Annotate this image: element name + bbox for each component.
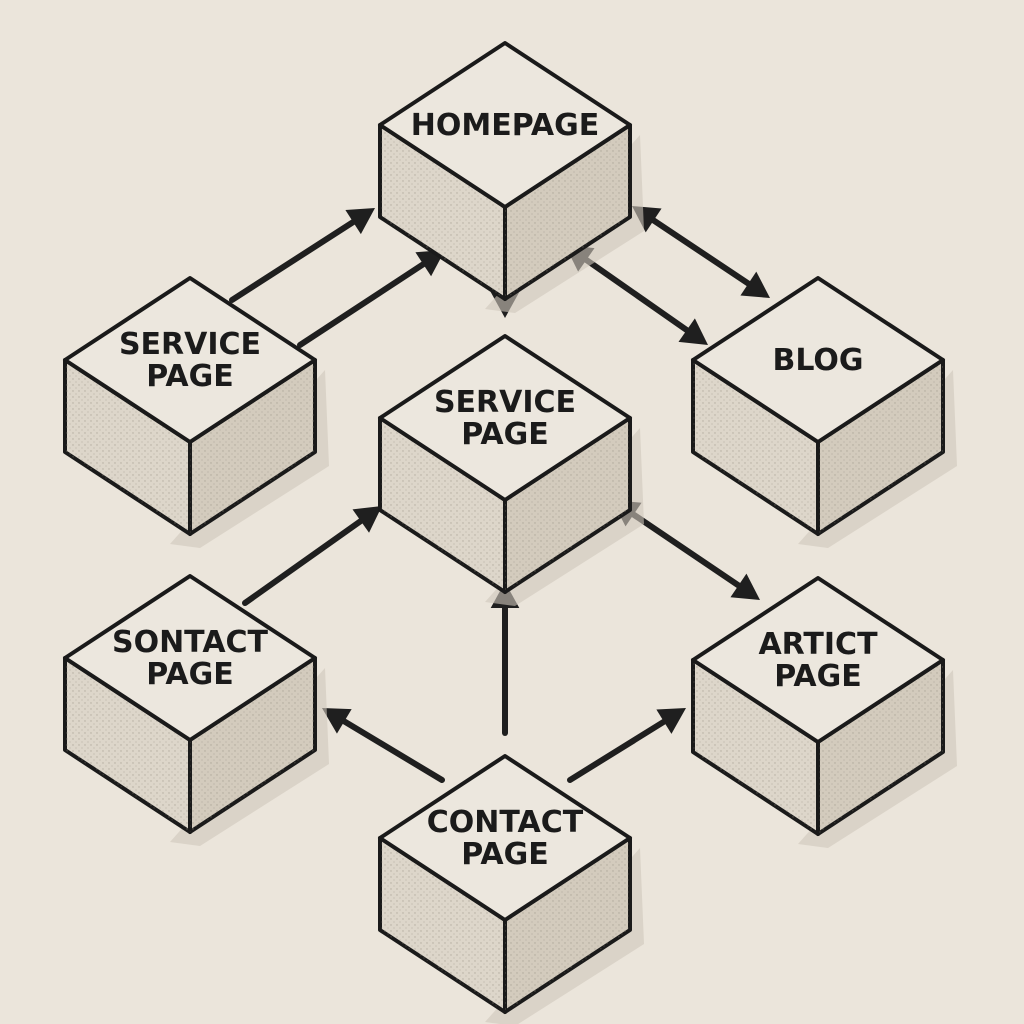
block-right-face xyxy=(818,360,943,534)
edge-service-left-to-homepage xyxy=(229,208,375,303)
block-left-face xyxy=(380,125,505,299)
block-right-face xyxy=(190,658,315,832)
node-blog[interactable]: BLOG xyxy=(691,276,957,548)
block-top-face xyxy=(691,276,945,444)
arrow-head-icon xyxy=(322,708,352,734)
edge-service-left-to-homepage xyxy=(297,250,445,348)
block-right-face xyxy=(505,838,630,1012)
block-top-face xyxy=(63,276,317,444)
node-label: BLOG xyxy=(772,343,863,378)
block-right-face xyxy=(818,660,943,834)
node-label: SERVICE xyxy=(119,327,261,362)
arrow-head-icon xyxy=(656,708,686,734)
edge-contact-to-sontact xyxy=(322,708,445,783)
block-top-face xyxy=(378,334,632,502)
node-label: PAGE xyxy=(461,417,549,452)
arrow-head-icon xyxy=(345,208,375,235)
block-left-face xyxy=(693,360,818,534)
node-label: PAGE xyxy=(146,359,234,394)
block-right-face xyxy=(190,360,315,534)
edge-homepage-to-blog xyxy=(632,206,770,298)
block-left-face xyxy=(380,838,505,1012)
block-top-face xyxy=(378,41,632,209)
block-right-face xyxy=(505,125,630,299)
block-top-face xyxy=(63,574,317,742)
arrow-head-icon xyxy=(740,271,770,298)
node-label: CONTACT xyxy=(427,805,584,840)
block-left-face xyxy=(65,360,190,534)
node-label: PAGE xyxy=(461,837,549,872)
node-label: ARTICT xyxy=(758,627,878,662)
arrow-head-icon xyxy=(352,506,382,533)
node-label: SERVICE xyxy=(434,385,576,420)
node-homepage[interactable]: HOMEPAGE xyxy=(378,41,644,313)
arrow-head-icon xyxy=(678,318,708,345)
node-label: SONTACT xyxy=(112,625,269,660)
block-left-face xyxy=(65,658,190,832)
block-left-face xyxy=(693,660,818,834)
edge-sontact-to-service-center xyxy=(242,506,382,606)
arrow-head-icon xyxy=(730,573,760,600)
block-left-face xyxy=(380,418,505,592)
block-top-face xyxy=(691,576,945,744)
node-label: PAGE xyxy=(146,657,234,692)
block-top-face xyxy=(378,754,632,922)
block-right-face xyxy=(505,418,630,592)
edge-contact-to-artict xyxy=(567,708,686,783)
node-label: HOMEPAGE xyxy=(411,108,600,143)
node-label: PAGE xyxy=(774,659,862,694)
